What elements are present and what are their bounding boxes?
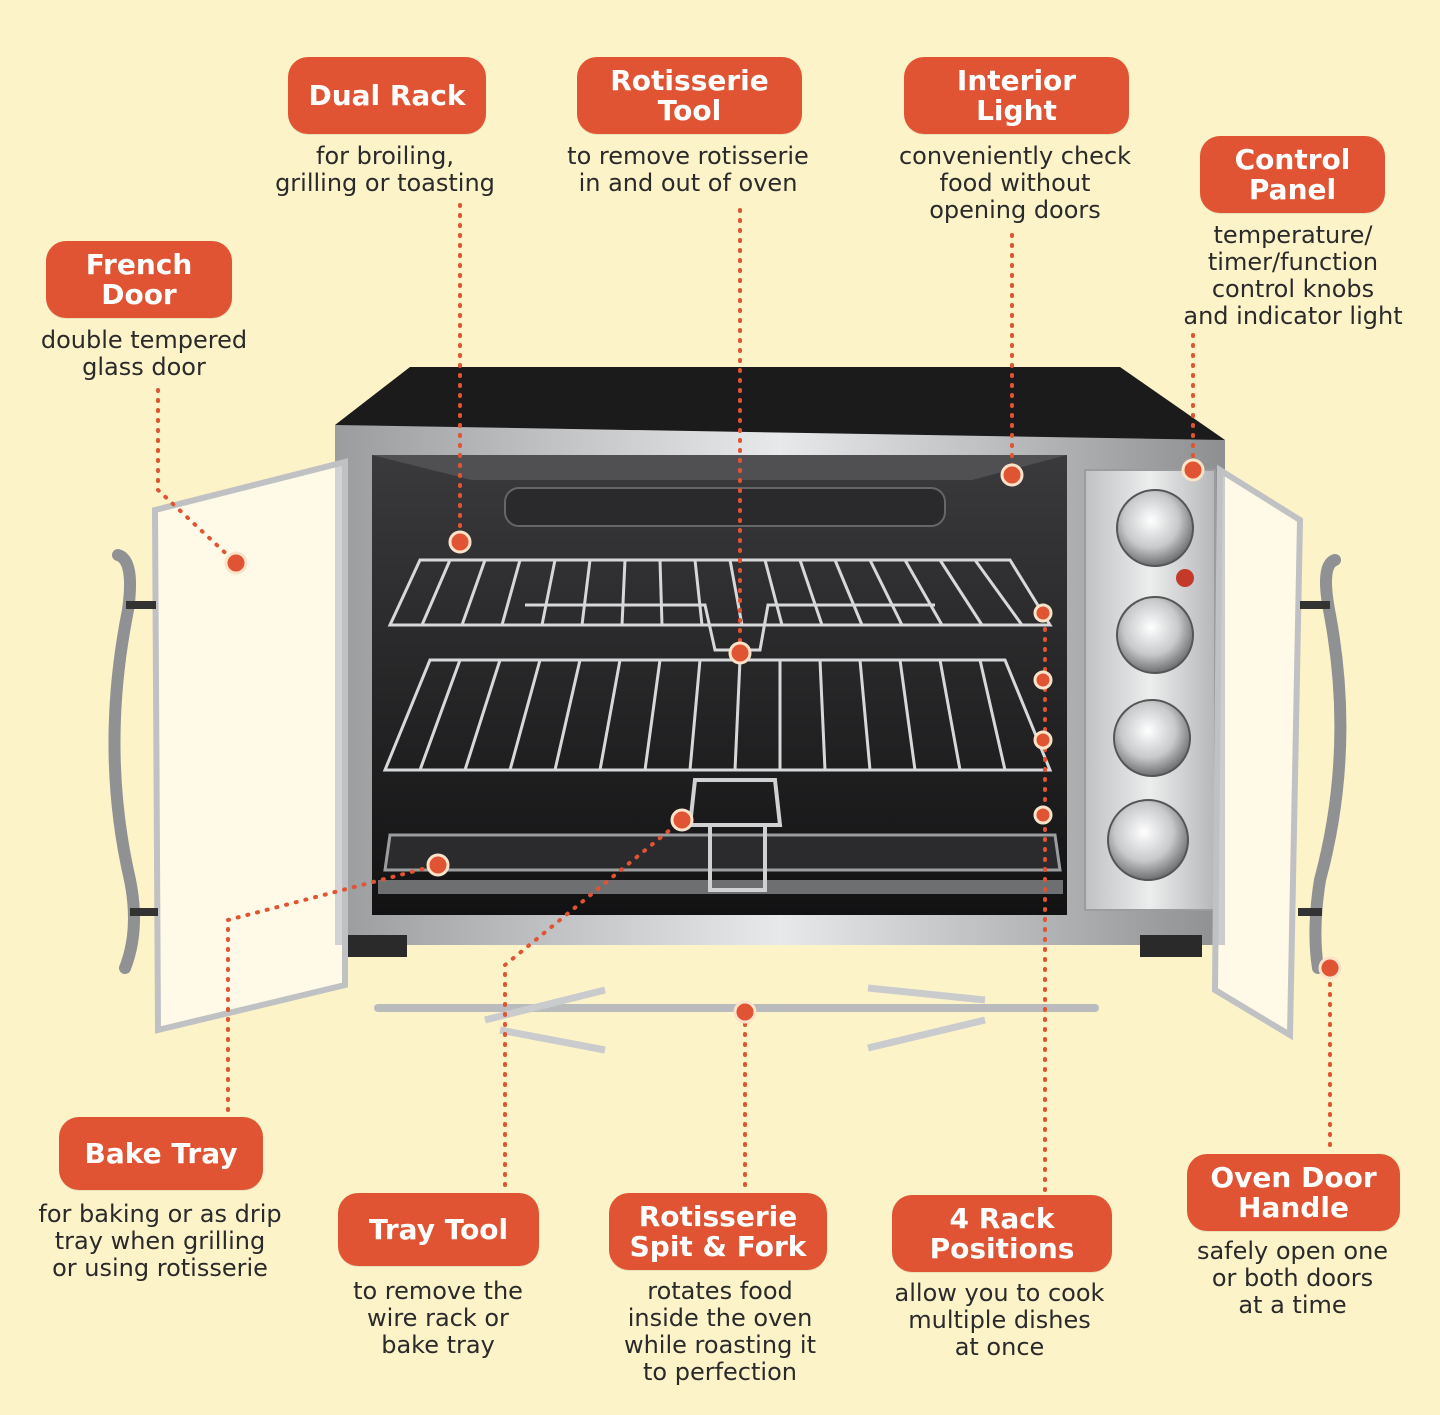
dot-french-door [224, 551, 248, 575]
control-panel-badge: Control Panel [1200, 136, 1385, 213]
bake-tray-badge: Bake Tray [59, 1117, 263, 1190]
dot-dual-rack [448, 530, 472, 554]
bake-tray-desc: for baking or as drip tray when grilling… [38, 1200, 282, 1282]
bake-tray [383, 833, 1062, 872]
tray-tool [687, 778, 783, 892]
tray-tool-badge: Tray Tool [338, 1193, 539, 1266]
leader-lines [156, 203, 1332, 1192]
dot-control-panel [1181, 458, 1205, 482]
dot-rack-pos-1 [1033, 603, 1053, 623]
left-glass-door [108, 458, 348, 1034]
dot-tray-tool [670, 808, 694, 832]
dual-rack-desc: for broiling, grilling or toasting [275, 142, 495, 197]
interior-light-badge: Interior Light [904, 57, 1129, 134]
door-handle-badge: Oven Door Handle [1187, 1154, 1400, 1231]
rotisserie-tool-desc: to remove rotisserie in and out of oven [567, 142, 809, 197]
control-panel-desc: temperature/ timer/function control knob… [1183, 221, 1403, 330]
spit-fork-badge: Rotisserie Spit & Fork [609, 1193, 827, 1270]
rotisserie-tool-badge: Rotisserie Tool [577, 57, 802, 134]
french-door-badge: French Door [46, 241, 232, 318]
french-door-desc: double tempered glass door [40, 326, 248, 381]
door-handle-desc: safely open one or both doors at a time [1196, 1237, 1389, 1319]
spit-fork-desc: rotates food inside the oven while roast… [623, 1277, 817, 1386]
control-panel [1084, 469, 1216, 911]
dot-rack-pos-4 [1033, 805, 1053, 825]
dot-bake-tray [426, 853, 450, 877]
dot-rotisserie-tool [728, 641, 752, 665]
dot-rack-pos-2 [1033, 670, 1053, 690]
dot-rack-pos-3 [1033, 730, 1053, 750]
right-glass-door [1211, 464, 1347, 1041]
dot-door-handle [1318, 956, 1342, 980]
dot-interior-light [1000, 463, 1024, 487]
leader-dots [224, 458, 1342, 1024]
lower-wire-rack [382, 658, 1053, 772]
dual-rack-badge: Dual Rack [288, 57, 486, 134]
rack-positions-desc: allow you to cook multiple dishes at onc… [894, 1279, 1105, 1361]
interior-light-desc: conveniently check food without opening … [898, 142, 1132, 224]
rack-positions-badge: 4 Rack Positions [892, 1195, 1112, 1272]
tray-tool-desc: to remove the wire rack or bake tray [353, 1277, 523, 1359]
dot-spit-fork [733, 1000, 757, 1024]
